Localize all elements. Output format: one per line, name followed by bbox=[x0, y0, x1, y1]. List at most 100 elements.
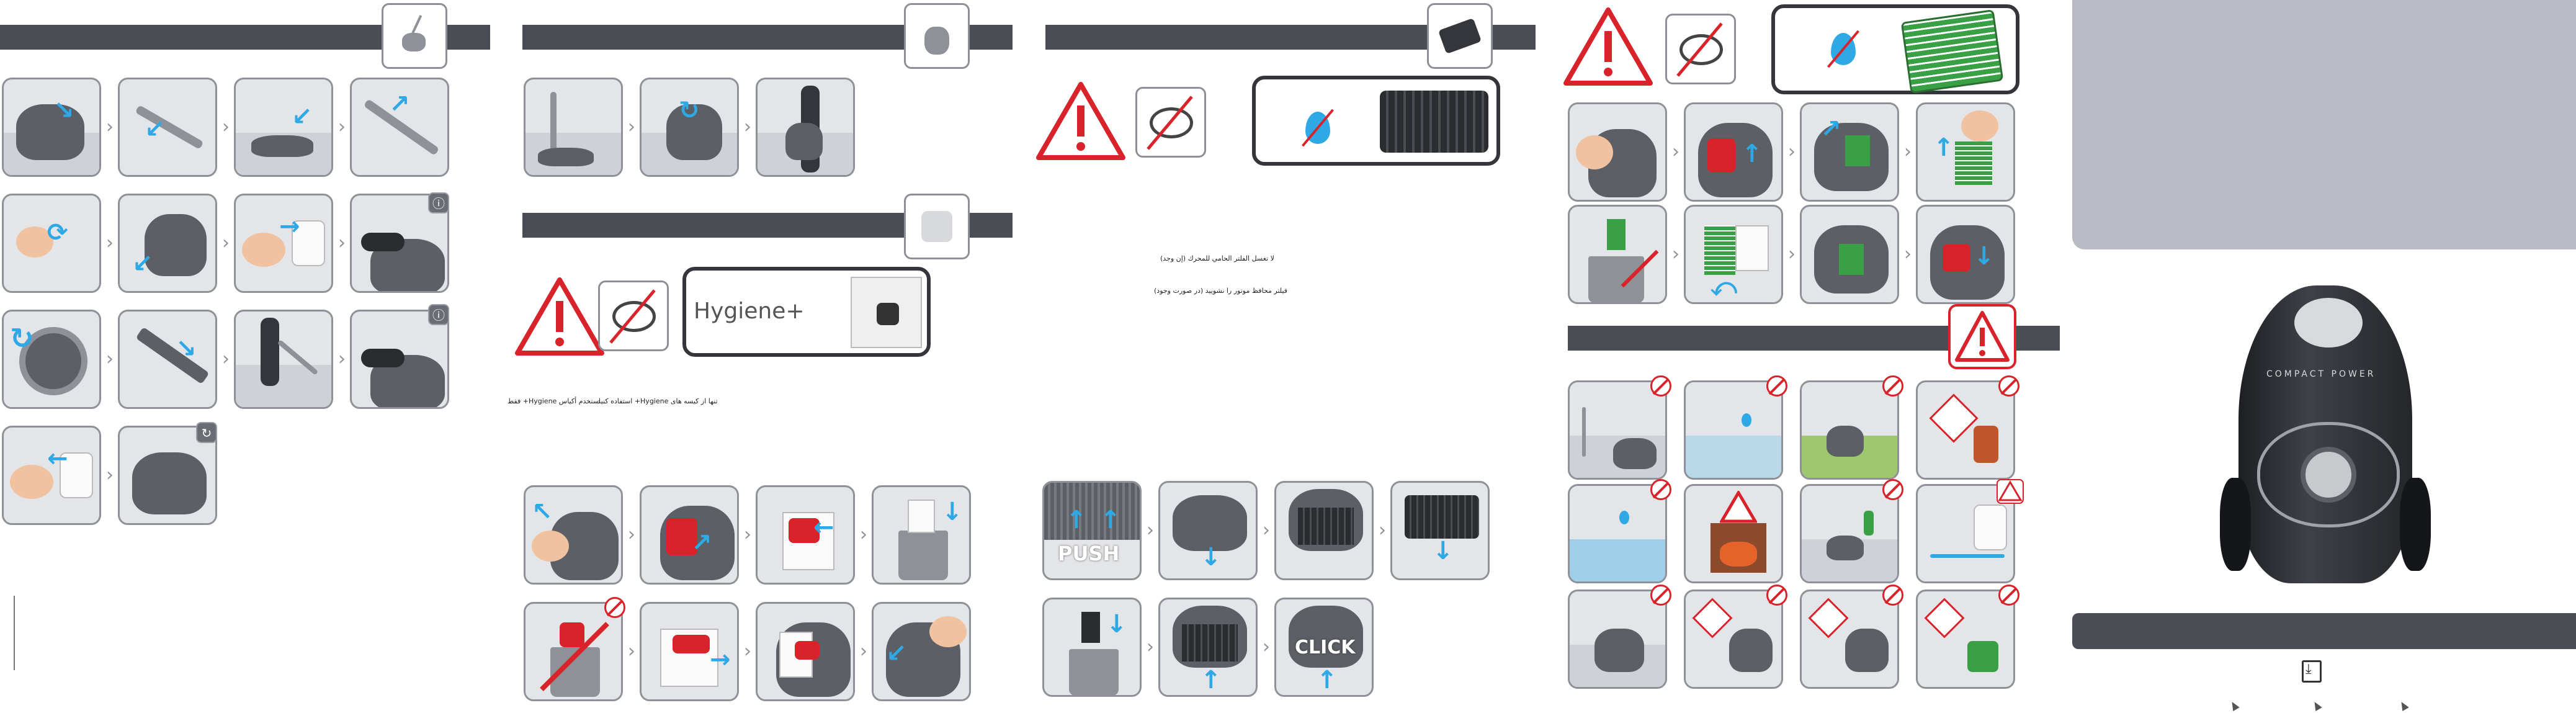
step-panel-bag-insert bbox=[756, 602, 855, 701]
arrow-glyph: ← bbox=[47, 444, 68, 473]
chevron-right-icon: › bbox=[1788, 243, 1796, 265]
arrow-glyph: ↙ bbox=[145, 115, 166, 143]
step-panel-plug-socket: → bbox=[234, 194, 333, 293]
section-icon-dust-bag bbox=[904, 194, 970, 259]
filter-icon bbox=[1438, 17, 1482, 55]
step-panel-cord-unwind: ⟳ bbox=[2, 194, 101, 293]
step-panel-bag-bin: ↓ bbox=[872, 485, 971, 585]
step-panel-motor-filter-insert bbox=[1800, 205, 1899, 304]
safety-panel-no-fine-dust bbox=[1568, 590, 1667, 689]
step-panel-vacuuming bbox=[234, 310, 333, 409]
step-panel-unplug: ← bbox=[2, 426, 101, 525]
water-drop-icon bbox=[1619, 511, 1629, 524]
chevron-right-icon: › bbox=[1263, 636, 1270, 658]
chevron-right-icon: › bbox=[106, 232, 114, 254]
prohibited-icon bbox=[1882, 585, 1903, 606]
chevron-right-icon: › bbox=[1788, 141, 1796, 163]
step-panel-carry bbox=[756, 78, 855, 177]
safety-panel-no-hot-ash bbox=[1684, 484, 1783, 583]
chevron-right-icon: › bbox=[1263, 519, 1270, 541]
hepa-filter-illustration bbox=[1380, 91, 1488, 153]
motor-filter-illustration bbox=[1900, 9, 2004, 94]
water-drop-icon bbox=[1742, 413, 1751, 427]
arrow-glyph: ← bbox=[813, 513, 834, 542]
step-panel-motor-filter-bin bbox=[1568, 205, 1667, 304]
heat-warning-icon bbox=[1720, 491, 1757, 523]
page-margin-line bbox=[14, 596, 15, 670]
cover-page: COMPACT POWER ⤓ bbox=[2072, 0, 2576, 713]
arrow-glyph: ↖ bbox=[532, 498, 553, 526]
chevron-right-icon: › bbox=[860, 640, 867, 662]
rtl-instruction-2: استخدم أكياس Hygiene+ فقط bbox=[508, 397, 601, 405]
prohibited-icon bbox=[1998, 375, 2019, 397]
arrow-glyph: ↑ bbox=[1201, 666, 1222, 694]
step-panel-park-clip: ↻ bbox=[640, 78, 739, 177]
safety-panel-no-chemicals bbox=[1916, 380, 2015, 480]
rotate-icon: ↻ bbox=[196, 422, 217, 443]
rtl-instruction-2: فیلتر محافظ موتور را نشویید (در صورت وجو… bbox=[1154, 287, 1288, 295]
step-panel-push-grille: ↑ ↑ PUSH bbox=[1042, 481, 1142, 580]
info-icon: ⓘ bbox=[428, 304, 449, 325]
product-label-text: COMPACT POWER bbox=[2266, 369, 2376, 379]
safety-panel-no-water bbox=[1684, 380, 1783, 480]
step-panel-new-bag: → bbox=[640, 602, 739, 701]
arrow-glyph: ↙ bbox=[132, 249, 153, 278]
step-panel-filter-out: ↓ bbox=[1390, 481, 1490, 580]
page-3: لا تغسل الفلتر الحامي للمحرك (إن وجد) فی… bbox=[1036, 0, 1536, 713]
product-image: COMPACT POWER bbox=[2220, 273, 2431, 596]
chevron-right-icon: › bbox=[744, 640, 751, 662]
safety-panel-no-sharp bbox=[1800, 484, 1899, 583]
step-panel-new-filter: ↑ bbox=[1158, 598, 1258, 697]
chevron-right-icon: › bbox=[222, 232, 230, 254]
step-panel-open-lid-motor bbox=[1568, 102, 1667, 202]
chevron-right-icon: › bbox=[1379, 519, 1386, 541]
page-1: ↘ › ↙ › ↙ › ↗ ⟳ › ↙ › → › ⓘ ↻ › ↘ › › ⓘ … bbox=[0, 0, 496, 713]
page-4: › ↑ › ↗ › ↑ › ⤺ › › ↓ bbox=[1551, 0, 2060, 713]
chevron-right-icon: › bbox=[1147, 636, 1154, 658]
step-panel-handle-slider: ↘ bbox=[118, 310, 217, 409]
warning-triangle-icon bbox=[1948, 304, 2016, 369]
no-vacuum-without-filter-icon bbox=[1135, 87, 1206, 158]
chevron-right-icon: › bbox=[338, 348, 346, 370]
arrow-glyph: ↙ bbox=[292, 102, 313, 131]
no-vacuum-without-bag-icon bbox=[598, 280, 669, 351]
vacuum-icon bbox=[924, 27, 949, 55]
chevron-right-icon: › bbox=[1904, 141, 1912, 163]
step-panel-cord-retract bbox=[118, 426, 217, 525]
cover-header-block bbox=[2072, 0, 2576, 249]
pointer-icon bbox=[2311, 699, 2322, 712]
chevron-right-icon: › bbox=[1147, 519, 1154, 541]
step-panel-hose-insert: ↘ bbox=[2, 78, 101, 177]
vacuum-icon bbox=[402, 33, 426, 52]
section-icon-vacuum-assembly bbox=[382, 3, 447, 69]
chevron-right-icon: › bbox=[628, 640, 635, 662]
prohibited-icon bbox=[1650, 585, 1671, 606]
arrow-glyph: ↻ bbox=[679, 96, 700, 125]
chevron-right-icon: › bbox=[1672, 141, 1679, 163]
pointer-icon bbox=[2229, 699, 2240, 712]
info-icon: ⓘ bbox=[428, 192, 449, 213]
safety-panel-no-damaged-cord bbox=[1916, 484, 2015, 583]
arrow-glyph: ↓ bbox=[1433, 537, 1454, 565]
step-panel-nozzle-attach: ↙ bbox=[234, 78, 333, 177]
section-icon-storage bbox=[904, 3, 970, 69]
arrow-glyph: ↓ bbox=[1201, 543, 1222, 572]
warning-triangle-icon bbox=[1997, 479, 2024, 504]
safety-panel-no-flammables bbox=[1684, 590, 1783, 689]
safety-panel-no-pull-cord bbox=[1568, 380, 1667, 480]
step-panel-remove-bag-motor: ↑ bbox=[1684, 102, 1783, 202]
chevron-right-icon: › bbox=[744, 116, 751, 138]
prohibited-icon bbox=[1766, 585, 1787, 606]
safety-panel-no-toxic bbox=[1800, 590, 1899, 689]
arrow-glyph: ↗ bbox=[691, 529, 712, 557]
step-panel-power-dial: ↻ bbox=[2, 310, 101, 409]
chevron-right-icon: › bbox=[338, 232, 346, 254]
step-panel-tube-connect: ↙ bbox=[118, 78, 217, 177]
arrow-glyph: ↻ bbox=[10, 321, 34, 355]
prohibited-icon bbox=[1650, 479, 1671, 500]
arrow-glyph: ↓ bbox=[942, 498, 963, 526]
click-label: CLICK bbox=[1295, 637, 1356, 658]
arrow-glyph: ↘ bbox=[53, 96, 74, 125]
page-2: › ↻ › Hygiene+ تنها از کیسه های Hygiene+… bbox=[508, 0, 1013, 713]
arrow-glyph: ↙ bbox=[886, 639, 907, 668]
